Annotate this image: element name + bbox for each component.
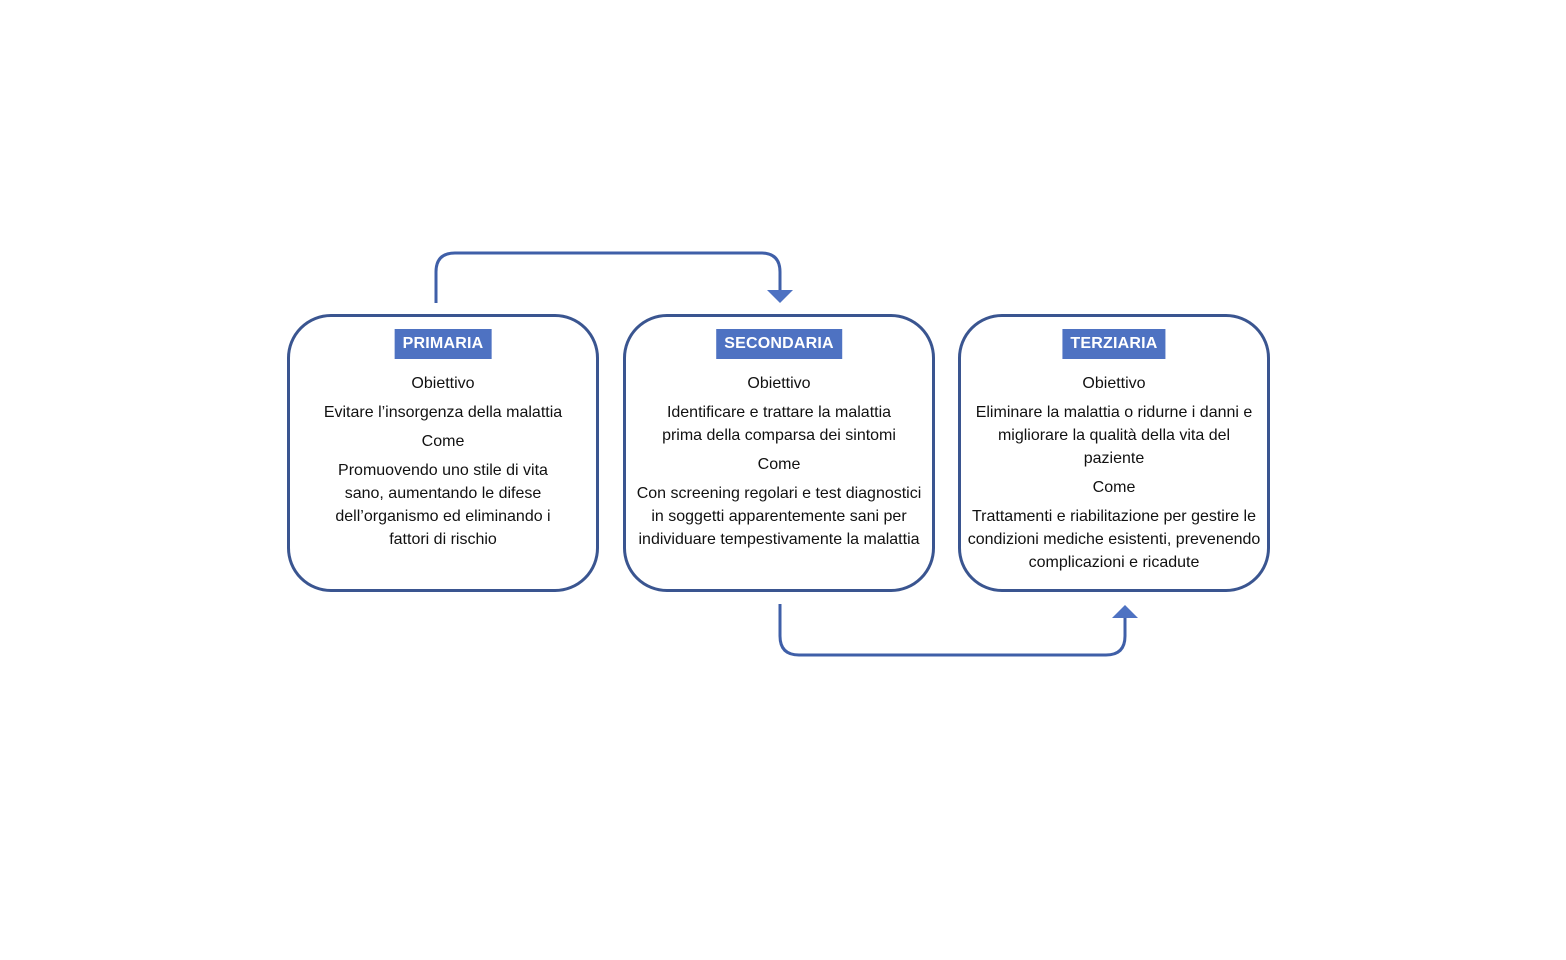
box-title: PRIMARIA bbox=[394, 329, 492, 359]
goal-label: Obiettivo bbox=[747, 375, 811, 392]
box-content: Obiettivo Evitare l’insorgenza della mal… bbox=[296, 372, 590, 557]
how-text: Con screening regolari e test diagnostic… bbox=[636, 485, 922, 548]
goal-text: Eliminare la malattia o ridurne i danni … bbox=[975, 404, 1253, 467]
box-content: Obiettivo Identificare e trattare la mal… bbox=[632, 372, 926, 557]
box-secondaria: SECONDARIA Obiettivo Identificare e trat… bbox=[623, 314, 935, 592]
connector-secondaria-to-terziaria bbox=[778, 604, 1127, 657]
how-label: Come bbox=[421, 433, 465, 450]
box-content: Obiettivo Eliminare la malattia o ridurn… bbox=[967, 372, 1261, 580]
box-primaria: PRIMARIA Obiettivo Evitare l’insorgenza … bbox=[287, 314, 599, 592]
box-terziaria: TERZIARIA Obiettivo Eliminare la malatti… bbox=[958, 314, 1270, 592]
goal-text: Identificare e trattare la malattia prim… bbox=[662, 404, 896, 444]
how-text: Promuovendo uno stile di vita sano, aume… bbox=[335, 462, 551, 548]
box-title: SECONDARIA bbox=[716, 329, 842, 359]
how-text: Trattamenti e riabilitazione per gestire… bbox=[967, 508, 1261, 571]
box-title: TERZIARIA bbox=[1062, 329, 1166, 359]
arrowhead-up-icon bbox=[1112, 605, 1138, 618]
goal-label: Obiettivo bbox=[411, 375, 475, 392]
arrowhead-down-icon bbox=[767, 290, 793, 303]
how-label: Come bbox=[757, 456, 801, 473]
how-label: Come bbox=[1092, 479, 1136, 496]
goal-label: Obiettivo bbox=[1082, 375, 1146, 392]
goal-text: Evitare l’insorgenza della malattia bbox=[323, 404, 563, 421]
connector-primaria-to-secondaria bbox=[434, 251, 782, 303]
